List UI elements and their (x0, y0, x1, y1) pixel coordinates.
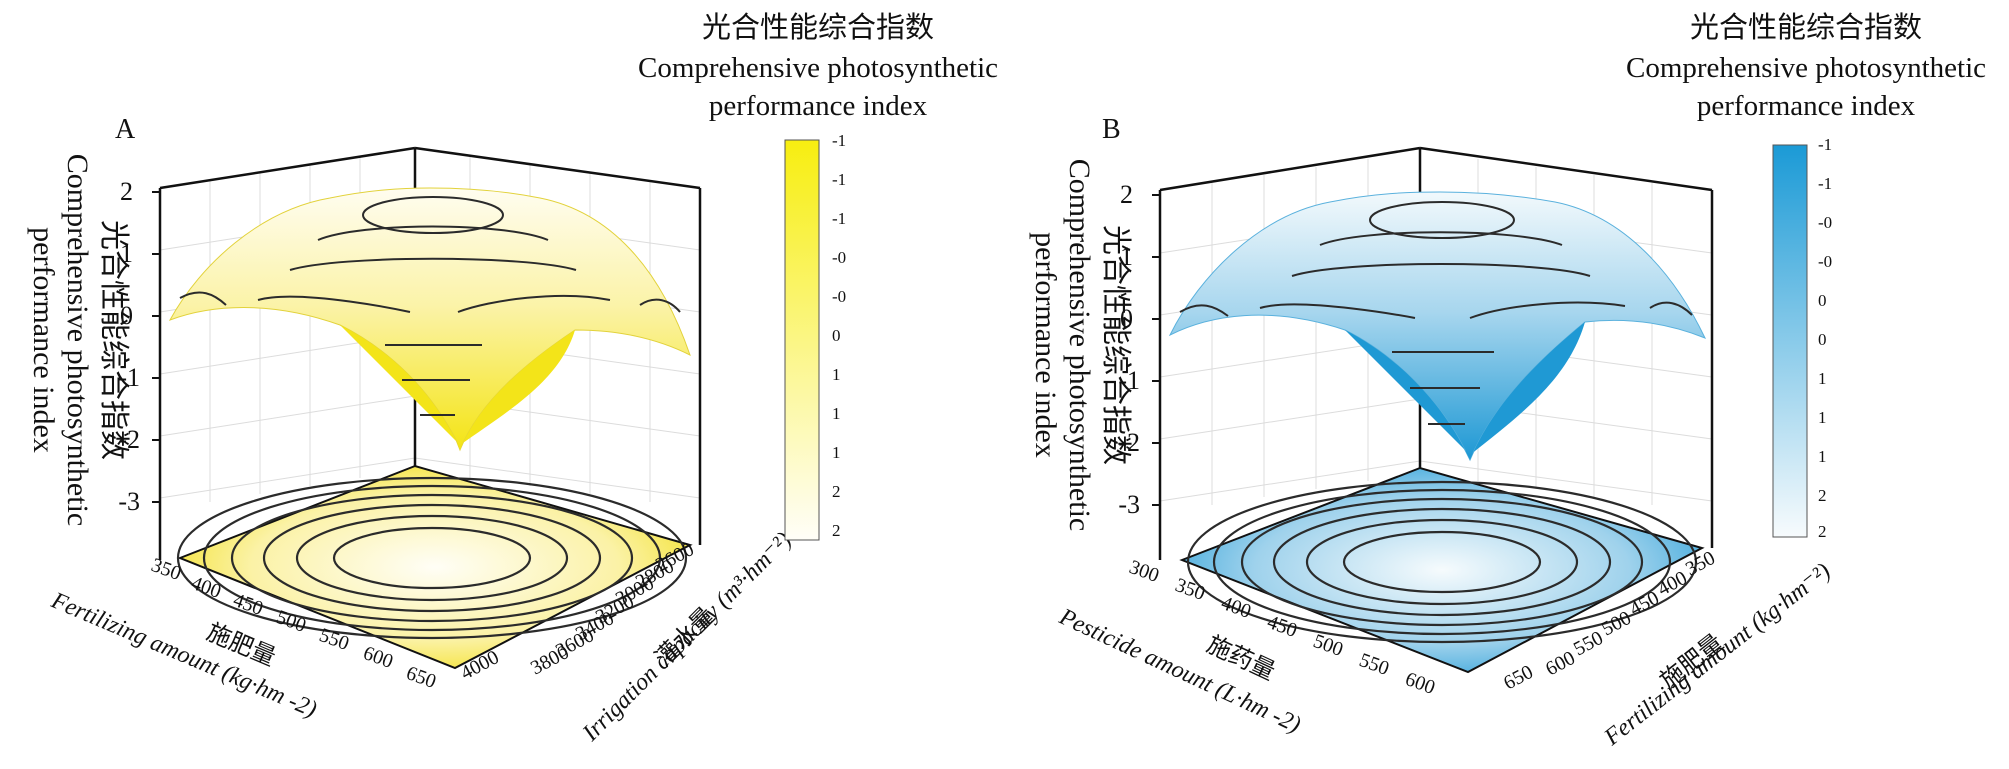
left-axis-tick: 550 (316, 624, 352, 655)
z-tick: -3 (1118, 490, 1140, 519)
z-tick: 0 (120, 301, 133, 330)
colorbar-tick: 2 (1818, 486, 1827, 505)
panel-b: B (1029, 11, 1986, 751)
left-axis-tick: 500 (273, 606, 309, 637)
right-axis-tick: 650 (1500, 661, 1537, 695)
colorbar-tick: 0 (1818, 330, 1827, 349)
z-tick: -2 (118, 425, 140, 454)
panel-a: A (27, 11, 998, 747)
colorbar-tick: -0 (832, 248, 846, 267)
colorbar-a: 光合性能综合指数 Comprehensive photosynthetic pe… (638, 11, 998, 541)
z-tick: -2 (1118, 428, 1140, 457)
colorbar-tick: -0 (1818, 213, 1832, 232)
z-label-en-1: Comprehensive photosynthetic (1063, 159, 1096, 531)
left-axis-tick: 600 (1402, 668, 1438, 699)
colorbar-tick: -1 (832, 209, 846, 228)
z-tick: 0 (1120, 304, 1133, 333)
colorbar-tick: 1 (832, 365, 841, 384)
right-axis-tick: 400 (1654, 567, 1691, 601)
z-label-cn: 光合性能综合指数 (1099, 225, 1132, 465)
z-label-en-1: Comprehensive photosynthetic (61, 154, 94, 526)
z-tick: 1 (120, 239, 133, 268)
colorbar-ticks-b: -1 -1 -0 -0 0 0 1 1 1 2 2 (1818, 135, 1832, 541)
floor-a (176, 464, 693, 670)
colorbar-tick: 2 (1818, 522, 1827, 541)
colorbar-tick: 2 (832, 482, 841, 501)
colorbar-tick: 2 (832, 521, 841, 540)
colorbar-ticks-a: -1 -1 -1 -0 -0 0 1 1 1 2 2 (832, 131, 846, 540)
z-tick: -1 (118, 363, 140, 392)
right-axis-label-cn: 灌水量 (650, 602, 720, 672)
z-tick: 1 (1120, 242, 1133, 271)
colorbar-tick: -1 (832, 170, 846, 189)
colorbar-title-en-1: Comprehensive photosynthetic (1626, 52, 1986, 84)
colorbar-tick: 1 (832, 443, 841, 462)
colorbar-tick: 1 (1818, 408, 1827, 427)
right-axis-tick: 600 (1542, 647, 1579, 681)
colorbar-tick: 1 (1818, 369, 1827, 388)
left-axis-tick: 550 (1356, 649, 1392, 680)
colorbar-title-en-2: performance index (1697, 90, 1916, 122)
colorbar-tick: -1 (1818, 135, 1832, 154)
left-axis-tick: 400 (1218, 592, 1254, 623)
z-label-en-2: performance index (1029, 232, 1062, 458)
left-axis-tick: 450 (1264, 611, 1300, 642)
z-tick: 2 (120, 177, 133, 206)
colorbar-tick: 0 (1818, 291, 1827, 310)
panel-letter-b: B (1102, 114, 1121, 145)
colorbar-tick: -1 (832, 131, 846, 150)
colorbar-tick: 1 (832, 404, 841, 423)
colorbar-b: 光合性能综合指数 Comprehensive photosynthetic pe… (1626, 11, 1986, 541)
z-tick: 2 (1120, 180, 1133, 209)
left-axis-tick: 350 (1172, 574, 1208, 605)
left-axis-tick: 650 (403, 662, 439, 693)
surface-b (1168, 191, 1707, 462)
right-axis-tick: 550 (1570, 627, 1607, 661)
colorbar-title-cn: 光合性能综合指数 (1690, 11, 1922, 44)
z-label-cn: 光合性能综合指数 (97, 220, 130, 460)
colorbar-tick: -0 (832, 287, 846, 306)
left-axis-tick: 400 (188, 572, 224, 603)
z-tick: -3 (118, 487, 140, 516)
colorbar-tick: -1 (1818, 174, 1832, 193)
z-label-en-2: performance index (27, 227, 60, 453)
z-axis-a: 2 1 0 -1 -2 -3 (118, 177, 160, 516)
colorbar-tick: 1 (1818, 447, 1827, 466)
floor-b (1179, 466, 1705, 674)
left-axis-tick: 300 (1126, 556, 1162, 587)
z-tick: -1 (1118, 366, 1140, 395)
left-axis-tick: 450 (230, 589, 266, 620)
z-axis-label-a: Comprehensive photosynthetic performance… (27, 154, 130, 526)
panel-letter-a: A (115, 114, 136, 145)
colorbar-tick: 0 (832, 326, 841, 345)
colorbar-title-en-2: performance index (709, 90, 928, 122)
z-axis-b: 2 1 0 -1 -2 -3 (1118, 180, 1160, 519)
surface-a (168, 187, 691, 452)
colorbar-title-cn: 光合性能综合指数 (702, 11, 934, 44)
left-axis-tick: 600 (360, 642, 396, 673)
colorbar-tick: -0 (1818, 252, 1832, 271)
colorbar-title-en-1: Comprehensive photosynthetic (638, 52, 998, 84)
z-axis-label-b: Comprehensive photosynthetic performance… (1029, 159, 1132, 531)
